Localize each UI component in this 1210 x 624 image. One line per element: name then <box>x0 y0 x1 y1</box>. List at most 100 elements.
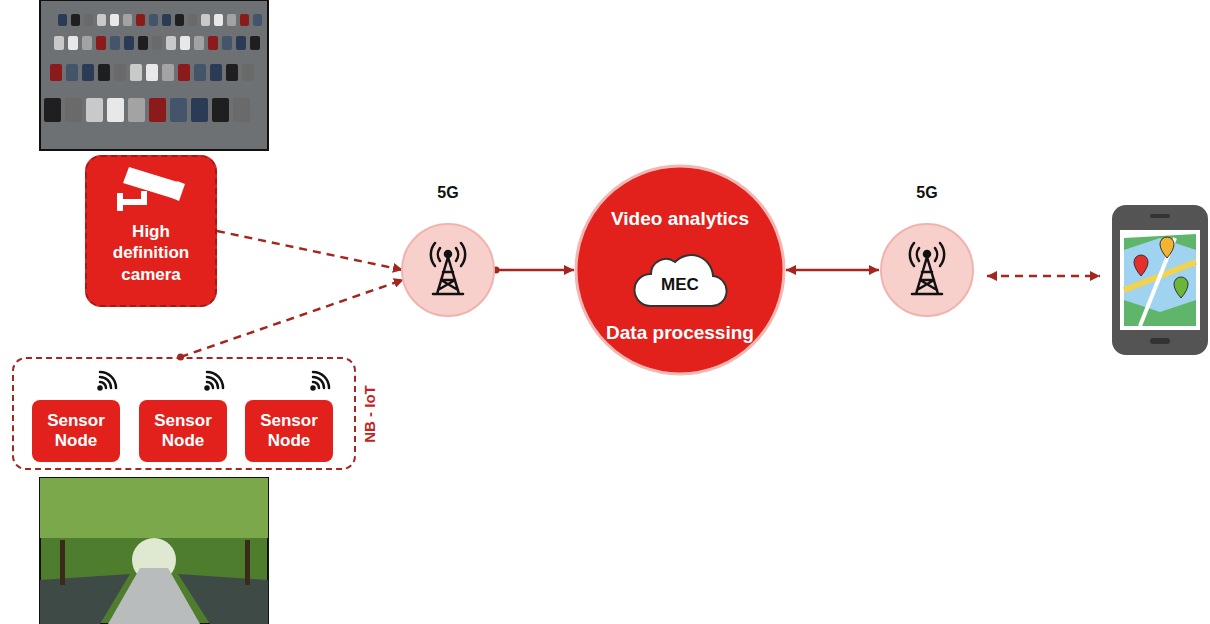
wireless-link <box>987 275 1100 278</box>
parked-car <box>54 36 64 50</box>
parked-car <box>194 64 206 81</box>
sensor-box: Sensor Node <box>139 400 227 462</box>
parked-car <box>123 14 132 26</box>
parked-car <box>210 64 222 81</box>
parked-car <box>170 98 187 122</box>
parked-car <box>66 64 78 81</box>
parked-car <box>86 98 103 122</box>
cloud-node: MEC <box>630 246 730 310</box>
camera-icon <box>115 163 187 215</box>
tower-label: 5G <box>400 184 496 202</box>
parked-car <box>98 64 110 81</box>
connector-line <box>496 269 574 272</box>
phone-speaker <box>1150 214 1170 218</box>
parked-car <box>162 64 174 81</box>
parked-car <box>107 98 124 122</box>
smartphone <box>1112 205 1208 355</box>
parked-car <box>84 14 93 26</box>
parked-car <box>97 14 106 26</box>
parked-car <box>44 98 61 122</box>
sensor-box: Sensor Node <box>32 400 120 462</box>
tower-circle <box>879 222 975 318</box>
box-label: High definition camera <box>95 221 207 285</box>
connector-line <box>786 269 879 272</box>
parked-car <box>96 36 106 50</box>
parked-car <box>175 14 184 26</box>
circle-label: Data processing <box>574 322 786 344</box>
wifi-icon <box>99 372 117 390</box>
parked-car <box>188 14 197 26</box>
connector <box>217 231 403 270</box>
parked-car <box>194 36 204 50</box>
parked-car <box>236 36 246 50</box>
wifi-icon <box>206 372 224 390</box>
parked-car <box>240 14 249 26</box>
parked-car <box>136 14 145 26</box>
parked-car <box>58 14 67 26</box>
parked-car <box>146 64 158 81</box>
box-label: Sensor Node <box>36 411 116 452</box>
box-label: Sensor Node <box>249 411 329 452</box>
tower-node: 5G <box>400 222 496 318</box>
parked-cars <box>178 574 268 624</box>
parked-cars <box>40 574 130 624</box>
circle-label: Video analytics <box>574 208 786 230</box>
parked-car <box>242 64 254 81</box>
parked-car <box>162 14 171 26</box>
tree-trunk <box>60 540 65 585</box>
phone-screen <box>1120 230 1200 330</box>
tower-circle <box>400 222 496 318</box>
parked-car <box>138 36 148 50</box>
tree-canopy <box>40 478 268 538</box>
parked-car <box>222 36 232 50</box>
parked-car <box>149 98 166 122</box>
parked-car <box>114 64 126 81</box>
parked-car <box>152 36 162 50</box>
map <box>1124 234 1196 326</box>
parking-lot-photo <box>40 0 268 150</box>
parked-car <box>178 64 190 81</box>
parked-car <box>71 14 80 26</box>
parked-car <box>226 64 238 81</box>
parked-car <box>201 14 210 26</box>
mec-node: Video analyticsData processing MEC <box>574 164 786 376</box>
connector <box>786 270 879 271</box>
map-pin <box>1134 255 1148 276</box>
map-pin <box>1160 237 1174 258</box>
camera-box: High definition camera <box>85 155 217 307</box>
tree-trunk <box>245 540 250 585</box>
parked-car <box>191 98 208 122</box>
parked-car <box>253 14 262 26</box>
parked-car <box>110 14 119 26</box>
group-label: NB - IoT <box>361 385 378 443</box>
parked-car <box>250 36 260 50</box>
phone-body <box>1112 205 1208 355</box>
parked-car <box>124 36 134 50</box>
map-pin <box>1174 277 1188 298</box>
phone-button <box>1150 338 1170 344</box>
connector-line <box>217 231 403 270</box>
wifi-icon <box>312 372 330 390</box>
parked-car <box>50 64 62 81</box>
map-road <box>1140 238 1175 326</box>
connector <box>493 267 575 274</box>
parked-car <box>128 98 145 122</box>
sensor-box: Sensor Node <box>245 400 333 462</box>
street-photo <box>40 478 268 624</box>
box-label: Sensor Node <box>143 411 223 452</box>
parked-car <box>149 14 158 26</box>
wifi-icons <box>99 372 330 390</box>
tower-node: 5G <box>879 222 975 318</box>
parked-car <box>166 36 176 50</box>
parked-car <box>233 98 250 122</box>
parked-car <box>65 98 82 122</box>
parked-car <box>180 36 190 50</box>
tower-label: 5G <box>879 184 975 202</box>
parked-car <box>212 98 229 122</box>
photo-frame <box>40 478 268 624</box>
parked-car <box>110 36 120 50</box>
parked-car <box>68 36 78 50</box>
parked-car <box>208 36 218 50</box>
photo-frame <box>40 0 268 150</box>
